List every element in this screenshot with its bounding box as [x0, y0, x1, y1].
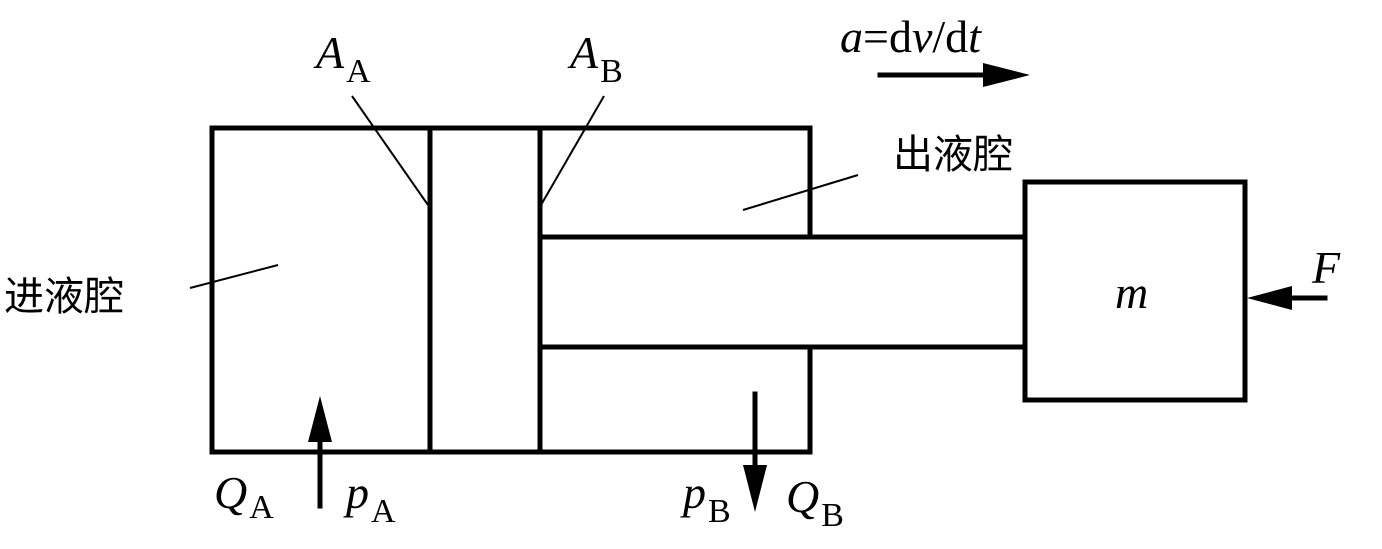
leader-area-b	[540, 95, 605, 206]
force-arrow	[1247, 286, 1328, 310]
label-area-a: AA	[313, 27, 371, 90]
label-pressure-b: pB	[680, 467, 731, 530]
leader-area-a	[351, 95, 429, 206]
leader-inlet-chamber	[189, 264, 279, 289]
label-flow-a: QA	[214, 467, 274, 526]
inlet-flow-arrow	[308, 396, 332, 509]
label-flow-b: QB	[786, 471, 844, 534]
label-acceleration: a=dv/dt	[840, 11, 982, 62]
outlet-flow-arrow	[743, 391, 767, 512]
label-inlet-chamber: 进液腔	[4, 274, 124, 320]
cylinder-body	[209, 125, 813, 455]
label-outlet-chamber: 出液腔	[893, 132, 1013, 178]
mass-block	[1022, 179, 1248, 403]
leader-outlet-chamber	[742, 174, 859, 211]
label-area-b: AB	[567, 27, 623, 90]
label-mass: m	[1115, 267, 1148, 318]
label-pressure-a: pA	[343, 467, 396, 530]
piston-rod	[537, 234, 1028, 350]
label-force: F	[1311, 242, 1341, 293]
acceleration-arrow	[877, 63, 1030, 87]
